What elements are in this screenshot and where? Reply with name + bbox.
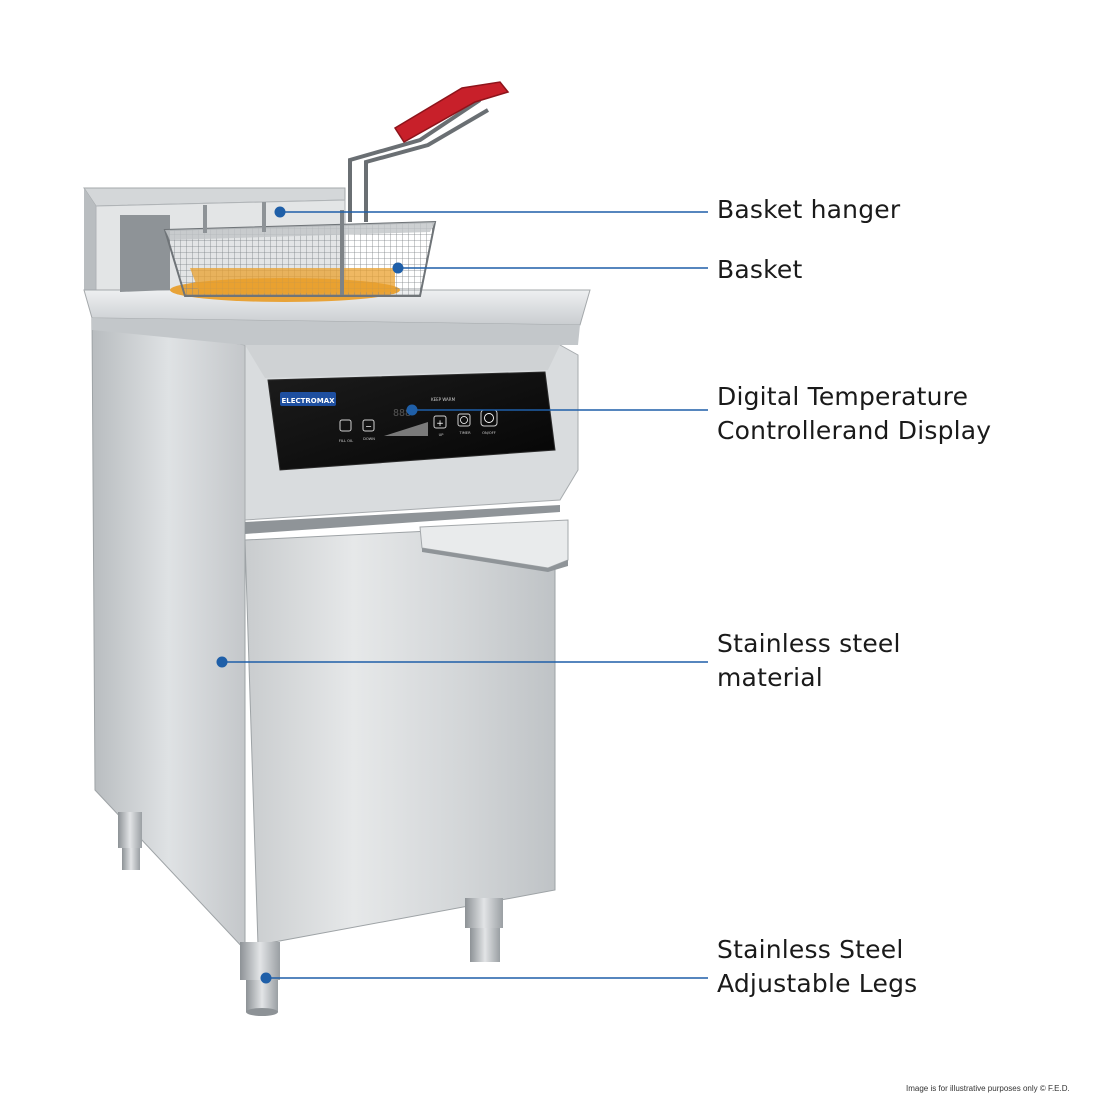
callout-dot-basket [392, 262, 404, 274]
control-panel: ELECTROMAX KEEP WARM 888 FILL OIL − DOWN… [267, 371, 556, 471]
callout-stainless-material: Stainless steel material [717, 627, 901, 695]
brand-text: ELECTROMAX [281, 397, 335, 405]
on-off-label: ON/OFF [482, 431, 496, 435]
callout-basket-hanger-text: Basket hanger [717, 195, 901, 224]
callout-basket: Basket [717, 253, 802, 287]
up-icon: + [436, 419, 444, 429]
callout-controller-line1: Digital Temperature [717, 382, 969, 411]
temperature-display: 888 [393, 408, 411, 419]
keep-warm-label: KEEP WARM [431, 397, 456, 402]
fill-oil-button[interactable] [339, 419, 352, 432]
callout-basket-text: Basket [717, 255, 803, 284]
up-button[interactable] [433, 415, 447, 429]
callout-dot-controller [406, 404, 418, 416]
callout-dot-steel [216, 656, 228, 668]
timer-label: TIMER [458, 431, 471, 435]
callout-temperature-controller: Digital Temperature Controllerand Displa… [717, 380, 991, 448]
fryer-basket [163, 81, 510, 297]
fryer-door[interactable] [244, 524, 556, 946]
callout-lines [216, 206, 708, 984]
down-label: DOWN [363, 437, 375, 441]
up-label: UP [439, 433, 445, 437]
power-icon [484, 413, 494, 423]
basket-handle-grip[interactable] [393, 81, 510, 144]
timer-button[interactable] [457, 413, 471, 427]
callout-controller-line2: Controllerand Display [717, 416, 992, 445]
timer-icon [460, 416, 468, 424]
down-icon: − [365, 422, 372, 431]
down-button[interactable] [362, 419, 375, 432]
callout-legs-line1: Stainless Steel [717, 935, 904, 964]
fryer-legs [118, 812, 503, 1016]
brand-badge [280, 392, 336, 406]
callout-dot-legs [260, 972, 272, 984]
callout-basket-hanger: Basket hanger [717, 193, 900, 227]
disclaimer-text: Image is for illustrative purposes only … [906, 1084, 1070, 1093]
fill-oil-label: FILL OIL [339, 439, 353, 443]
callout-steel-line1: Stainless steel [717, 629, 901, 658]
callout-dot-basket-hanger [274, 206, 286, 218]
callout-legs-line2: Adjustable Legs [717, 969, 918, 998]
callout-steel-line2: material [717, 663, 823, 692]
callout-adjustable-legs: Stainless Steel Adjustable Legs [717, 933, 917, 1001]
